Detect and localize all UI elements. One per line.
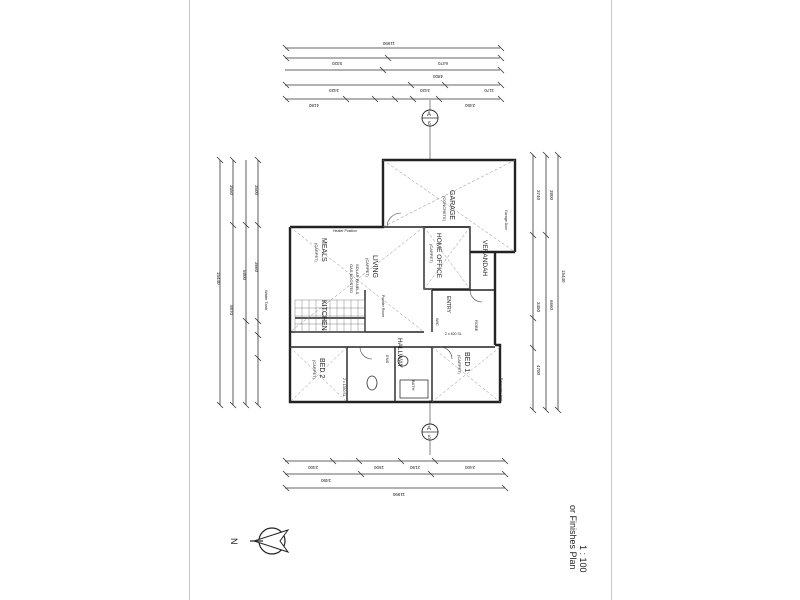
dim-right-c: 6660	[549, 300, 554, 311]
home-office-walls	[423, 226, 471, 290]
dim-left-b: 3500	[254, 185, 259, 196]
sheet-right-edge	[611, 0, 612, 600]
room-label-garage: GARAGE	[448, 190, 455, 220]
dim-top-e: 4180	[308, 103, 319, 108]
dim-top-b: 6470	[437, 61, 448, 66]
plan-scale: 1 : 100	[578, 545, 588, 573]
entry-door-swing	[469, 289, 483, 303]
dim-bottom-total: 11990	[392, 492, 405, 497]
dim-top-g: 3420	[419, 88, 430, 93]
room-label-entry: ENTRY	[445, 296, 451, 314]
note-robe: 2 x 820 SL	[445, 332, 462, 336]
room-label-wc: W/C	[435, 318, 440, 326]
section-marker-bottom	[421, 400, 439, 455]
room-sub-bed1: (CARPET)	[457, 355, 462, 375]
room-sub-bed2: (CARPET)	[312, 360, 317, 380]
dim-bottom-e: 2400	[464, 465, 475, 470]
sheet-left-edge	[189, 0, 190, 600]
dim-bottom-a: 2400	[307, 465, 318, 470]
bed2-door-swing	[359, 346, 373, 360]
room-label-kitchen: KITCHEN	[320, 300, 327, 331]
dim-right-total: 15440	[561, 270, 566, 283]
note-solar-2: GAS BOOSTED	[349, 264, 354, 293]
note-water-tank: Water Tank	[264, 290, 269, 310]
room-label-verandah: VERANDAH	[481, 240, 488, 276]
north-label: N	[229, 538, 239, 545]
dim-bottom-d: 1500	[373, 465, 384, 470]
room-label-bed1: BED 1	[463, 352, 470, 372]
note-heater: Heater Position	[333, 229, 357, 233]
dim-right-b: 3800	[549, 190, 554, 201]
note-powder: Powder Room	[381, 295, 385, 317]
note-rainwater: Rainwater tank	[499, 378, 503, 402]
room-sub-garage: (CONCRETE)	[442, 196, 447, 222]
room-label-ens: ENS	[385, 355, 390, 364]
note-solar: SOLAR PANELS	[355, 264, 360, 294]
room-label-robe: ROBE	[474, 320, 479, 332]
toilet	[366, 375, 378, 391]
section-bottom-letter: A	[427, 426, 431, 432]
dim-top-total: 11990	[382, 41, 395, 46]
dim-top-c: 4800	[432, 74, 443, 79]
room-sub-meals: (CARPET)	[314, 243, 319, 263]
dim-left-c: 9870	[229, 305, 234, 316]
north-arrow	[250, 527, 290, 555]
dim-top-f: 3420	[328, 88, 339, 93]
dim-left-a: 3550	[229, 185, 234, 196]
dim-left-d: 3660	[254, 262, 259, 273]
room-label-meals: MEALS	[320, 238, 327, 262]
note-garage-door: Garage Door	[504, 210, 508, 231]
room-label-bath: BATH	[411, 380, 416, 390]
dim-top-a: 5320	[331, 61, 342, 66]
kitchen-tiles	[294, 299, 366, 333]
dim-bottom-c: 2190	[409, 465, 420, 470]
section-marker-top	[421, 100, 439, 160]
room-label-living: LIVING	[371, 255, 378, 278]
room-sub-home-office: (CARPET)	[429, 244, 434, 264]
section-top-letter: A	[427, 112, 431, 118]
dim-left-total: 15440	[216, 272, 221, 285]
room-label-hallway: HALLWAY	[396, 338, 403, 369]
dim-top-h: 2450	[464, 103, 475, 108]
room-label-bed2: BED 2	[318, 358, 325, 378]
garage-door-swing	[386, 212, 402, 228]
bathtub	[399, 379, 429, 399]
bed1-door-swing	[439, 346, 453, 360]
section-bottom-number: 5	[428, 435, 431, 441]
left-margin	[0, 0, 189, 600]
dim-right-d: 3450	[536, 302, 541, 313]
vanity-basin	[397, 355, 409, 367]
note-carpet-robe: 2 x 1330 SL	[342, 378, 346, 397]
dim-top-d: 1170	[484, 88, 494, 93]
section-top-number: 6	[428, 121, 431, 127]
dim-right-e: 4700	[536, 365, 541, 376]
room-label-home-office: HOME OFFICE	[435, 233, 442, 279]
plan-title: or Finishes Plan	[568, 505, 578, 570]
room-sub-living: (CARPET)	[365, 258, 370, 278]
dim-bottom-b: 3490	[320, 478, 331, 483]
dim-left-e: 5800	[242, 270, 247, 281]
dim-right-a: 3740	[536, 190, 541, 201]
